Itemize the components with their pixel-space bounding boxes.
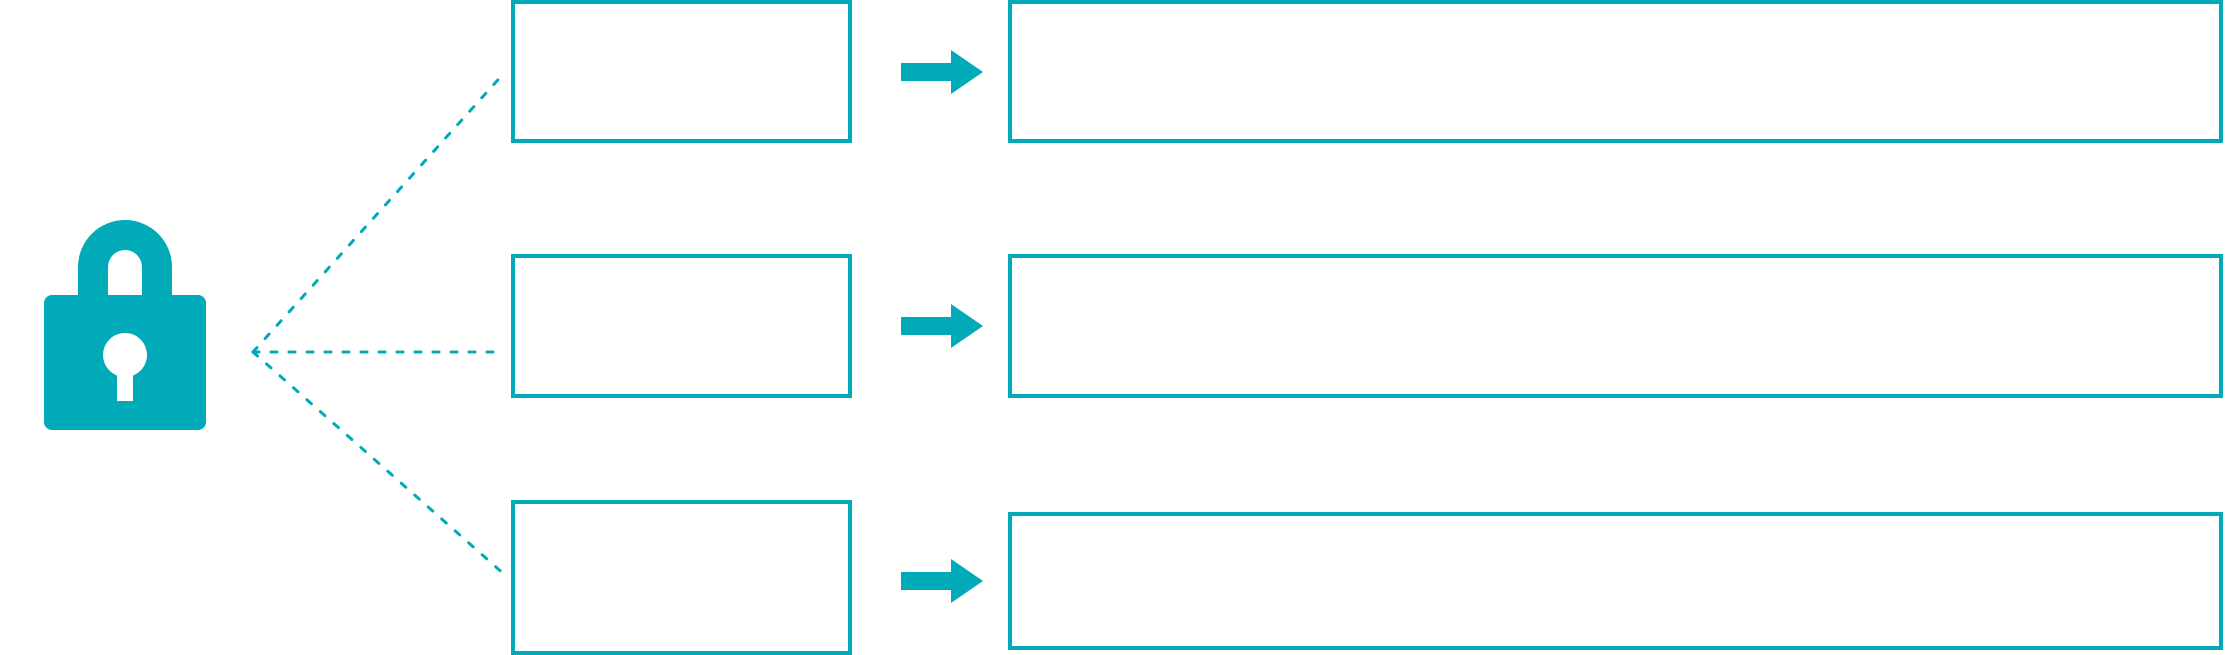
row-3-left-box[interactable] [511, 500, 852, 655]
row-2-left-box[interactable] [511, 254, 852, 398]
row-2-right-box-label [1012, 258, 2219, 394]
connector-line-row-3 [251, 350, 507, 577]
row-2-right-box[interactable] [1008, 254, 2223, 398]
row-1-left-box-label [515, 4, 848, 139]
row-1-arrow [901, 50, 983, 94]
connector-line-row-1 [251, 70, 507, 354]
lock-icon [30, 205, 220, 440]
row-3-right-box[interactable] [1008, 512, 2223, 650]
row-2-left-box-label [515, 258, 848, 394]
row-1-right-box-label [1012, 4, 2219, 139]
row-2-arrow [901, 304, 983, 348]
row-1-right-box[interactable] [1008, 0, 2223, 143]
row-3-right-box-label [1012, 516, 2219, 646]
row-3-arrow [901, 559, 983, 603]
row-1-left-box[interactable] [511, 0, 852, 143]
row-3-left-box-label [515, 504, 848, 651]
